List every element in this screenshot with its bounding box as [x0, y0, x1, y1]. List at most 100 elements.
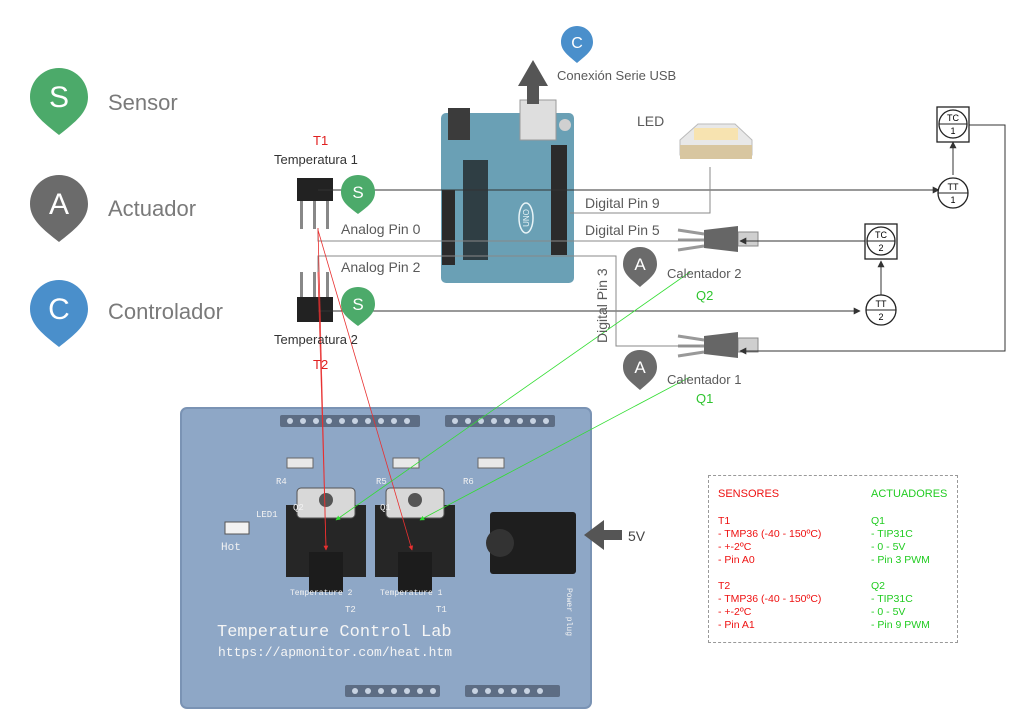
- digital-pin-9-label: Digital Pin 9: [585, 195, 660, 211]
- board-hot-label: Hot: [221, 542, 241, 554]
- board-led: [224, 521, 250, 535]
- tt1-number: 1: [950, 195, 955, 205]
- heater-q1-tag: Q1: [696, 391, 714, 406]
- power-jack: [486, 512, 576, 574]
- instrument-tt1: TT 1: [937, 177, 969, 209]
- board-q2-label: Q2: [293, 503, 304, 513]
- specs-t2-line-1: - TMP36 (-40 - 150ºC): [718, 593, 822, 605]
- signal-wires: [318, 124, 1006, 355]
- wire-tc1-to-q1: [739, 124, 1006, 355]
- usb-controller-marker: C: [561, 26, 593, 63]
- legend-sensor-label: Sensor: [108, 90, 178, 115]
- wire-digital-pin-9: [570, 167, 711, 214]
- specs-t1-line-2: - +-2ºC: [718, 541, 752, 553]
- specs-q2-line-3: - Pin 9 PWM: [871, 619, 930, 631]
- analog-pin-2-label: Analog Pin 2: [341, 259, 421, 275]
- specs-t2-line-3: - Pin A1: [718, 619, 755, 631]
- heater-q2-marker: A: [623, 247, 657, 287]
- wire-digital-pin-3: [570, 255, 700, 347]
- board-temp2-label: Temperature 2: [290, 589, 353, 598]
- instrument-tt2: TT 2: [865, 294, 897, 326]
- sensor-t2-name: Temperatura 2: [274, 332, 358, 347]
- specs-actuators-title: ACTUADORES: [871, 488, 948, 500]
- legend-controller-marker: C: [30, 280, 88, 347]
- tc1-number: 1: [950, 126, 955, 136]
- heater-q2-tag: Q2: [696, 288, 714, 303]
- resistor-r6: [477, 457, 505, 469]
- legend-actuator-marker: A: [30, 175, 88, 242]
- sensor-t1-tag: T1: [313, 133, 329, 148]
- legend-actuator-letter: A: [49, 188, 69, 221]
- usb-up-arrow: [518, 60, 548, 104]
- sensor-t2-component: [297, 272, 333, 322]
- specs-t1-line-1: - TMP36 (-40 - 150ºC): [718, 528, 822, 540]
- board-url: https://apmonitor.com/heat.htm: [218, 645, 452, 660]
- board-power-label: Power plug: [564, 588, 573, 636]
- instrument-tc1: TC 1: [936, 106, 970, 143]
- board-t1-label: T1: [436, 605, 447, 615]
- resistor-r4: [286, 457, 314, 469]
- specs-q2-line-2: - 0 - 5V: [871, 606, 906, 618]
- legend-controller-letter: C: [48, 293, 70, 326]
- legend-sensor-letter: S: [49, 81, 69, 114]
- actuator-leader-lines: [335, 271, 691, 521]
- tc2-tag: TC: [875, 230, 887, 240]
- digital-pin-5-label: Digital Pin 5: [585, 222, 660, 238]
- board-r6-label: R6: [463, 477, 474, 487]
- specs-q1-line-2: - 0 - 5V: [871, 541, 906, 553]
- board-led1-label: LED1: [256, 510, 278, 520]
- specs-q1-line-3: - Pin 3 PWM: [871, 554, 930, 566]
- sensor-t1-marker: S: [341, 175, 375, 214]
- power-5v-arrow: [584, 520, 622, 550]
- heater-q2-letter: A: [634, 255, 646, 274]
- instrument-tc2: TC 2: [864, 223, 898, 260]
- usb-controller-letter: C: [571, 35, 583, 52]
- sensor-t2-letter: S: [352, 295, 363, 314]
- legend-actuator-label: Actuador: [108, 196, 197, 221]
- specs-q1-line-1: - TIP31C: [871, 528, 913, 540]
- heater-q1-marker: A: [623, 350, 657, 390]
- sensor-t1-name: Temperatura 1: [274, 152, 358, 167]
- transistor-q2: [677, 226, 759, 252]
- specs-sensors-title: SENSORES: [718, 488, 780, 500]
- tt1-tag: TT: [948, 182, 959, 192]
- legend-controller-label: Controlador: [108, 299, 223, 324]
- resistor-r5: [392, 457, 420, 469]
- sensor-t1-component: [297, 178, 333, 229]
- specs-t1-name: T1: [718, 515, 731, 527]
- specs-q1-name: Q1: [871, 515, 886, 527]
- board-temp1-label: Temperature 1: [380, 589, 443, 598]
- power-5v-label: 5V: [628, 528, 646, 544]
- transistor-q1: [677, 332, 759, 358]
- heater-q1-letter: A: [634, 358, 646, 377]
- analog-pin-0-label: Analog Pin 0: [341, 221, 421, 237]
- tc2-number: 2: [878, 243, 883, 253]
- board-t2-label: T2: [345, 605, 356, 615]
- legend-sensor-marker: S: [30, 68, 88, 135]
- board-r4-label: R4: [276, 477, 287, 487]
- heater-heatsink-q2: [286, 487, 366, 592]
- specs-t2-name: T2: [718, 580, 731, 592]
- specs-t2-line-2: - +-2ºC: [718, 606, 752, 618]
- board-r5-label: R5: [376, 477, 387, 487]
- arduino-uno-logo: UNO: [522, 209, 531, 227]
- tc1-tag: TC: [947, 113, 959, 123]
- wire-analog-pin-2: [317, 255, 570, 272]
- heater-q1-name: Calentador 1: [667, 372, 742, 387]
- tt2-tag: TT: [876, 299, 887, 309]
- sensor-t2-marker: S: [341, 287, 375, 326]
- specs-q2-line-1: - TIP31C: [871, 593, 913, 605]
- tt2-number: 2: [878, 312, 883, 322]
- led-component: [679, 123, 753, 159]
- tclab-shield-board: [180, 407, 592, 709]
- specs-t1-line-3: - Pin A0: [718, 554, 755, 566]
- heater-q2-name: Calentador 2: [667, 266, 742, 281]
- board-q1-label: Q1: [380, 503, 391, 513]
- sensor-leader-lines: [317, 227, 414, 551]
- specs-q2-name: Q2: [871, 580, 886, 592]
- digital-pin-3-label: Digital Pin 3: [594, 268, 610, 343]
- board-title: Temperature Control Lab: [217, 623, 452, 642]
- sensor-t1-letter: S: [352, 183, 363, 202]
- led-label: LED: [637, 113, 665, 129]
